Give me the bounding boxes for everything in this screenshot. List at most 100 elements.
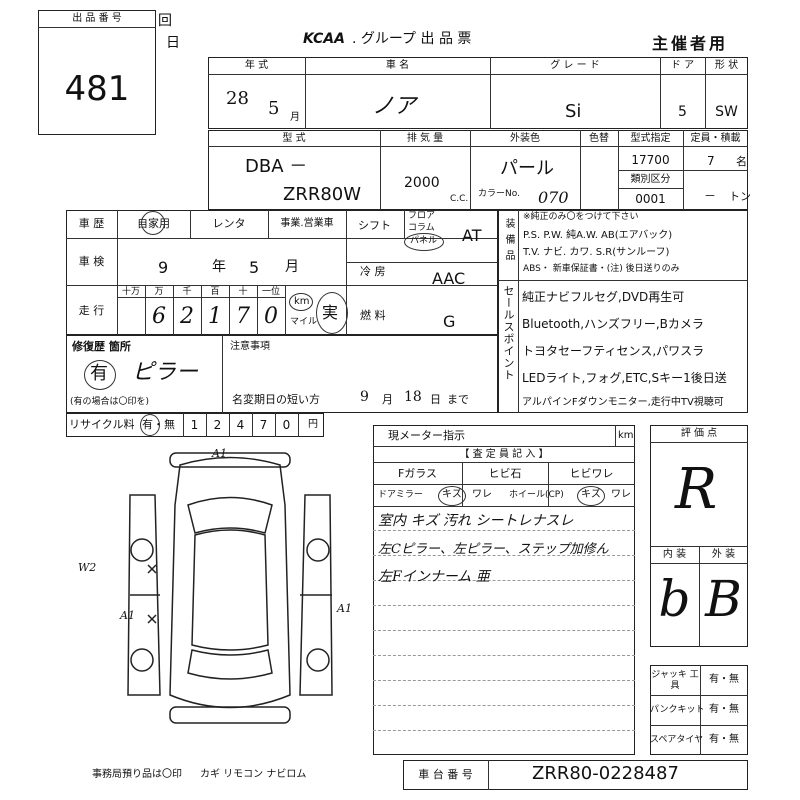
inspector-header: 【 査 定 員 記 入 】 [459,449,549,460]
h-year: 年 式 [244,60,269,71]
chassis-number: ZRR80-0228487 [532,763,679,784]
h-disp: 排 気 量 [406,133,444,144]
tool-jack: ジャッキ 工 具 [651,670,699,691]
unit-1k: 千 [182,287,192,297]
equipment-note: ※純正のみ〇をつけて下さい [523,212,639,222]
fuel-value: G [443,312,456,331]
inspection-month-unit: 月 [285,259,299,275]
equipment-line1: P.S. P.W. 純A.W. AB(エアバック) [523,230,673,241]
nichi-mark: 日 [166,35,180,51]
repair-note: (有の場合は〇印を) [70,397,150,407]
sales-point-line: アルパインFダウンモニター,走行中TV視聴可 [522,397,724,408]
h-cap: 定員・積載 [690,133,741,144]
h-color: 外装色 [510,133,540,144]
exterior-grade: B [705,570,742,628]
kai-mark: 回 [158,13,172,29]
wheel-ware: ワレ [611,489,631,500]
recycle-digit: 4 [236,418,245,432]
km-circle [289,293,313,311]
recycle-digit: 0 [282,418,291,432]
tool-jack-opt: 有・無 [709,674,739,685]
color-no: 070 [538,188,569,207]
mileage-digit: 7 [236,304,250,329]
recycle-digit: 1 [190,418,199,432]
wheel-front-right [306,538,330,562]
deadline-day-unit: 日 [430,393,441,406]
equipment-line3: ABS・ 新車保証書・(注) 後日送りのみ [523,264,680,274]
wheel-kizu-circle [577,486,605,506]
crack-label: ヒビ石 [488,467,522,480]
fglass-label: Fガラス [397,467,438,480]
diagram-w2: W2 [78,561,97,574]
history-biz: 事業.営業車 [280,218,334,229]
class-label: 類別区分 [630,174,671,185]
color-value: パール [500,158,554,179]
equipment-block [498,210,748,413]
front-bumper [169,452,291,468]
footer-items: カギ リモコン ナビロム [200,769,307,780]
history-own-circle [141,211,165,235]
chassis-label: 車 台 番 号 [418,768,473,781]
mile-unit: マイル [290,317,318,327]
sheet-title: . グループ 出 品 票 [352,31,472,47]
mileage-digit: 1 [208,304,222,329]
diagram-a1-front: A1 [120,609,135,622]
displacement: 2000 [404,175,440,191]
recycle-circle [140,414,160,436]
mirror-ware: ワレ [472,489,492,500]
fuel-label: 燃 料 [360,309,386,322]
shift-column: コラム [408,223,435,233]
repair-circle [84,360,116,390]
ac-value: AAC [432,269,466,288]
exterior-label: 外 装 [711,549,736,560]
color-no-label: カラーNo. [478,189,520,199]
role-label: 主催者用 [652,34,729,53]
repair-place: ピラー [132,360,199,385]
cc-unit: C.C. [450,194,469,204]
car-right-side [299,494,333,696]
mirror-label: ドアミラー [378,490,423,500]
car-diagram [127,452,333,724]
recycle-digit: 7 [259,418,268,432]
inspection-year: 9 [158,258,169,277]
inspector-comment: 左Fインナーム 亜 [378,569,490,585]
chassis-block [403,760,748,790]
h-colorno: 色替 [589,133,609,144]
sales-point-line: LEDライト,フォグ,ETC,Sキー1後日送 [522,371,727,385]
car-rear-window [187,649,273,680]
year-value: 28 [226,88,249,109]
h-shape: 形 状 [714,60,739,71]
equipment-line2: T.V. ナビ. カワ. S.R(サンルーフ) [523,247,670,258]
meter-unit: km [618,430,634,441]
mirror-kizu-circle [438,486,466,506]
year-month-value: 5 [268,98,280,119]
tool-spare-opt: 有・無 [709,734,739,745]
kcaa-logo: KCAA [303,31,345,47]
type-prefix: DBA － [245,156,308,177]
repair-notes-block [66,335,498,413]
info-block [66,210,498,335]
car-windshield [187,496,273,534]
mileage-digit: 0 [264,304,278,329]
inspector-comment: 左Cピラー、左ピラー、ステップ加修ん [378,542,609,557]
model-no: 17700 [631,153,670,167]
unit-10: 十 [238,287,248,297]
sales-point-line: 純正ナビフルセグ,DVD再生可 [522,290,685,304]
wheel-rear-right [306,648,330,672]
interior-grade: b [658,570,691,628]
mileage-digit: 2 [180,304,194,329]
sales-point-label: セールスポイント [502,285,515,381]
history-label: 車 歴 [78,217,105,230]
unit-1: 一位 [261,287,280,297]
shift-value: AT [462,226,482,245]
capacity: 7 [707,154,715,168]
recycle-digit: 2 [213,418,222,432]
actual-circle [316,292,348,334]
shift-floor: フロア [408,211,436,221]
cap-unit: 名 [736,155,747,168]
interior-label: 内 装 [662,549,687,560]
tool-punkit: パンクキット [650,705,705,715]
inspector-comment: 室内 キズ 汚れ シートレナスレ [378,513,574,529]
deadline-until: まで [447,393,469,406]
tool-spare: スペアタイヤ [650,735,704,745]
